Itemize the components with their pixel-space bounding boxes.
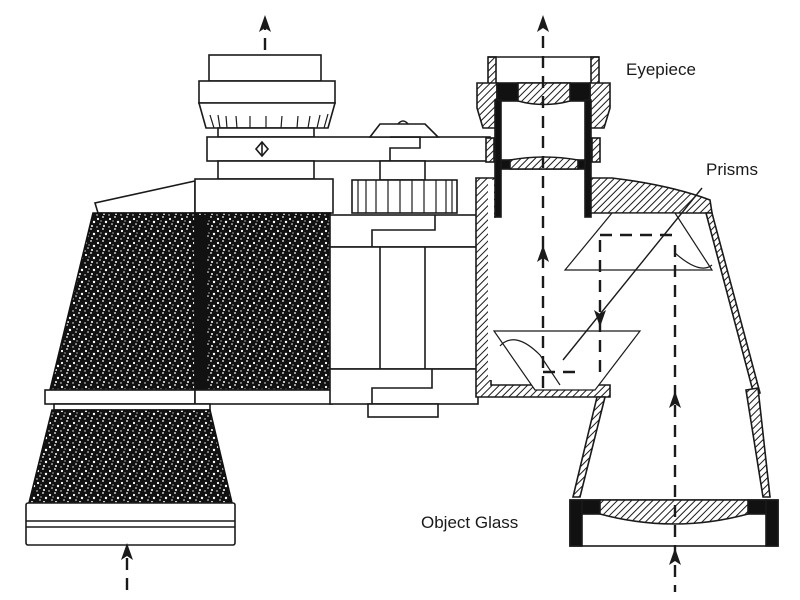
diamond-mark: [254, 140, 270, 158]
objective-rim: [25, 502, 236, 546]
left-barrel: [25, 54, 491, 546]
objective-texture: [27, 409, 234, 504]
focus-wheel: [351, 179, 458, 214]
prisms-label: Prisms: [706, 160, 758, 179]
right-barrel-section: [475, 56, 779, 547]
center-hinge: [329, 120, 479, 418]
object-glass-label: Object Glass: [421, 513, 519, 532]
left-body-texture: [48, 212, 196, 391]
arrowheads: [121, 15, 681, 565]
eyecup-top: [208, 54, 322, 82]
light-path: [125, 20, 677, 592]
prisms-pointer-line: [562, 187, 703, 361]
diopter-ring: [197, 102, 337, 129]
eyecup-ring: [198, 80, 336, 104]
eyepiece-lens: [517, 82, 571, 106]
upper-prism: [563, 212, 714, 271]
bridge-bar: [206, 136, 491, 162]
eyepiece-label: Eyepiece: [626, 60, 696, 79]
lower-prism: [492, 330, 642, 391]
